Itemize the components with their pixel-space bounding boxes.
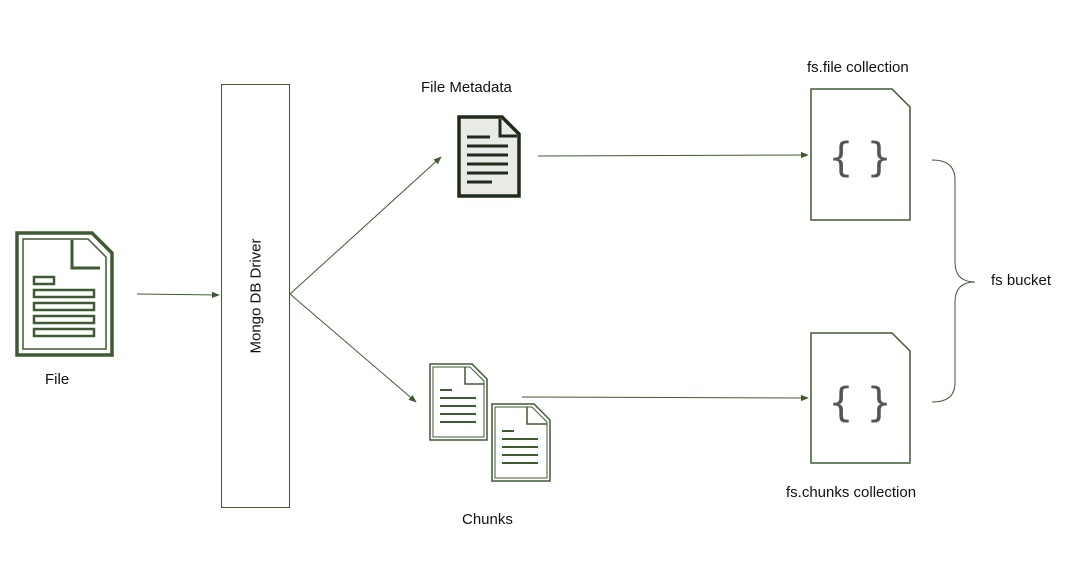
arrow-chunks-to-chunks-collection xyxy=(521,394,809,402)
chunks-collection-icon: { } xyxy=(810,332,911,464)
arrow-file-to-driver xyxy=(136,291,220,299)
bucket-brace-icon xyxy=(931,159,976,403)
chunks-collection-label: fs.chunks collection xyxy=(786,484,917,501)
file-collection-label: fs.file collection xyxy=(807,59,909,76)
chunks-documents-icon xyxy=(429,363,551,482)
chunks-collection-glyph: { } xyxy=(828,380,892,426)
file-label: File xyxy=(45,371,70,388)
arrow-driver-to-metadata xyxy=(289,156,442,295)
arrow-metadata-to-file-collection xyxy=(537,151,809,159)
file-collection-icon: { } xyxy=(810,88,911,221)
chunks-label: Chunks xyxy=(462,511,513,528)
metadata-label: File Metadata xyxy=(421,79,512,96)
mongo-driver-box: Mongo DB Driver xyxy=(221,84,290,508)
arrow-driver-to-chunks xyxy=(289,293,417,403)
metadata-document-icon xyxy=(457,115,521,198)
file-collection-glyph: { } xyxy=(828,135,892,181)
driver-label: Mongo DB Driver xyxy=(247,238,264,354)
bucket-label: fs bucket xyxy=(991,272,1052,289)
file-document-icon xyxy=(15,231,114,357)
